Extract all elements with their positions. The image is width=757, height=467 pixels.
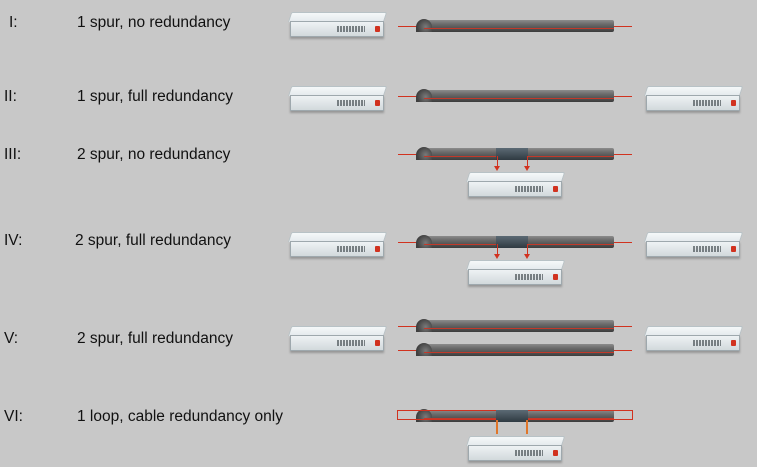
cable — [416, 319, 614, 332]
row-1-label: 1 spur, no redundancy — [77, 14, 231, 31]
arrow-down-icon — [494, 166, 500, 171]
device-icon — [644, 86, 744, 111]
cable — [416, 343, 614, 356]
spur-line — [527, 244, 528, 256]
row-1-number: I: — [9, 14, 18, 31]
row-4-number: IV: — [4, 232, 23, 249]
device-icon — [466, 436, 566, 461]
cable-tap — [496, 410, 528, 422]
row-5-label: 2 spur, full redundancy — [77, 330, 233, 347]
arrow-down-icon — [494, 254, 500, 259]
device-icon — [288, 12, 388, 37]
device-icon — [466, 172, 566, 197]
spur-line — [497, 244, 498, 256]
device-icon — [644, 232, 744, 257]
row-6-number: VI: — [4, 408, 23, 425]
row-4-label: 2 spur, full redundancy — [75, 232, 231, 249]
device-icon — [644, 326, 744, 351]
row-3-label: 2 spur, no redundancy — [77, 146, 231, 163]
row-2-number: II: — [4, 88, 17, 105]
device-icon — [288, 86, 388, 111]
row-5-number: V: — [4, 330, 19, 347]
spur-line — [497, 156, 498, 168]
cable — [416, 19, 614, 32]
loop-drop-line — [526, 420, 528, 434]
cable — [416, 89, 614, 102]
device-icon — [288, 326, 388, 351]
cable-tap — [496, 236, 528, 248]
arrow-down-icon — [524, 166, 530, 171]
device-icon — [466, 260, 566, 285]
row-3-number: III: — [4, 146, 22, 163]
row-6-label: 1 loop, cable redundancy only — [77, 408, 283, 425]
device-icon — [288, 232, 388, 257]
arrow-down-icon — [524, 254, 530, 259]
spur-line — [527, 156, 528, 168]
row-2-label: 1 spur, full redundancy — [77, 88, 233, 105]
loop-drop-line — [496, 420, 498, 434]
cable-tap — [496, 148, 528, 160]
